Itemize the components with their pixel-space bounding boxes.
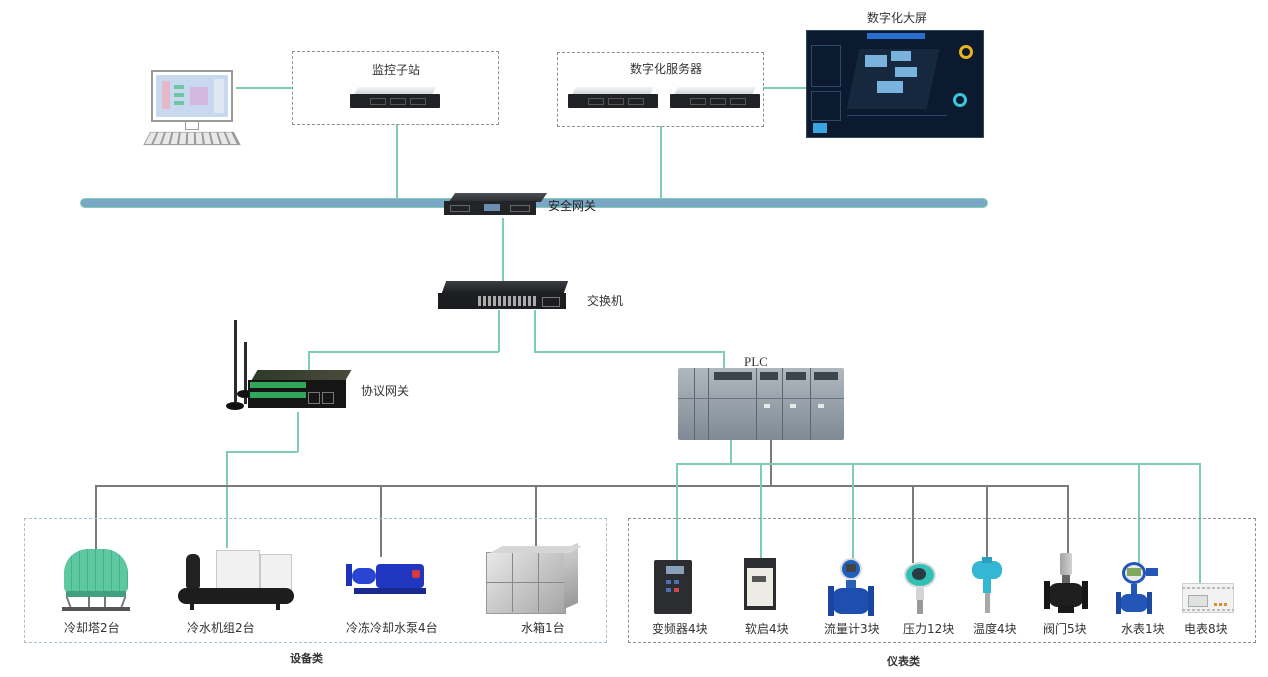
drop-cooling-tower [95, 485, 97, 550]
drop-pump [380, 485, 382, 557]
link-switch-protocol-gateway [498, 310, 500, 352]
equipment-label-chiller: 冷水机组2台 [187, 621, 255, 635]
temperature-sensor-icon[interactable] [970, 557, 1006, 615]
link-protocol-gateway-chiller [297, 412, 299, 452]
link-substation-backbone [396, 124, 398, 200]
plc-device-icon[interactable] [678, 368, 844, 440]
link-protocol-gateway-chiller-h [226, 451, 298, 453]
equipment-group-frame [24, 518, 607, 643]
field-bus [95, 485, 1068, 487]
water-tank-icon[interactable] [486, 542, 583, 614]
digital-server-icon-1 [568, 87, 658, 109]
instrument-label-soft-starter: 软启4块 [745, 622, 789, 636]
workstation-monitor-icon [151, 70, 233, 122]
instrument-label-temperature: 温度4块 [973, 622, 1017, 636]
protocol-gateway-label: 协议网关 [361, 384, 410, 398]
monitor-substation-frame[interactable] [292, 51, 499, 125]
digital-screen-dashboard-icon[interactable] [806, 30, 984, 138]
drop-temperature [986, 485, 988, 557]
drop-electric-meter [1199, 463, 1201, 583]
protocol-gateway-device-icon[interactable] [222, 320, 352, 412]
digital-servers-frame[interactable] [557, 52, 764, 127]
link-switch-protocol-gateway-v [308, 351, 310, 379]
instrument-bus [676, 463, 1200, 465]
switch-label: 交换机 [587, 294, 624, 308]
flow-meter-icon[interactable] [828, 558, 876, 618]
drop-flow-meter [852, 463, 854, 563]
drop-valve [1067, 485, 1069, 555]
security-gateway-device-icon[interactable] [442, 193, 548, 217]
electric-meter-icon[interactable] [1182, 583, 1236, 615]
link-workstation-substation [236, 87, 293, 89]
water-pump-icon[interactable] [342, 558, 434, 598]
drop-inverter [676, 463, 678, 560]
switch-device-icon[interactable] [438, 281, 569, 311]
pressure-transmitter-icon[interactable] [902, 560, 940, 616]
instrument-label-valve: 阀门5块 [1043, 622, 1087, 636]
security-gateway-label: 安全网关 [548, 199, 597, 213]
equipment-label-pump: 冷冻冷却水泵4台 [346, 621, 438, 635]
valve-icon[interactable] [1044, 553, 1088, 615]
digital-servers-label: 数字化服务器 [630, 62, 703, 76]
digital-screen-label: 数字化大屏 [867, 11, 928, 25]
instrument-label-water-meter: 水表1块 [1121, 622, 1165, 636]
equipment-label-water-tank: 水箱1台 [521, 621, 565, 635]
inverter-icon[interactable] [654, 560, 694, 616]
soft-starter-icon[interactable] [744, 558, 778, 612]
equipment-group-title: 设备类 [290, 652, 323, 665]
instrument-label-inverter: 变频器4块 [652, 622, 708, 636]
drop-water-meter [1138, 463, 1140, 563]
workstation[interactable] [143, 70, 241, 148]
instrument-group-frame [628, 518, 1256, 643]
instrument-bus-plc-drop [730, 440, 732, 464]
digital-server-icon-2 [670, 87, 760, 109]
link-switch-plc-v [723, 351, 725, 377]
drop-water-tank [535, 485, 537, 547]
keyboard-icon [143, 131, 241, 146]
link-protocol-gateway-chiller-v [226, 451, 228, 548]
cooling-tower-icon[interactable] [58, 545, 134, 613]
drop-pressure [912, 485, 914, 563]
link-gateway-switch [502, 218, 504, 284]
instrument-label-flow-meter: 流量计3块 [824, 622, 880, 636]
instrument-group-title: 仪表类 [887, 655, 920, 668]
instrument-label-electric-meter: 电表8块 [1184, 622, 1228, 636]
link-servers-backbone [660, 126, 662, 200]
link-servers-screen [763, 87, 806, 89]
substation-server-icon [350, 87, 440, 109]
monitor-substation-label: 监控子站 [372, 63, 421, 77]
equipment-label-cooling-tower: 冷却塔2台 [64, 621, 120, 635]
drop-soft-starter [760, 463, 762, 560]
plc-label: PLC [744, 354, 768, 369]
water-meter-icon[interactable] [1116, 562, 1164, 616]
link-switch-plc-h [534, 351, 724, 353]
link-switch-plc [534, 310, 536, 352]
chiller-icon[interactable] [176, 548, 298, 612]
instrument-label-pressure: 压力12块 [903, 622, 955, 636]
link-switch-protocol-gateway-h [308, 351, 499, 353]
